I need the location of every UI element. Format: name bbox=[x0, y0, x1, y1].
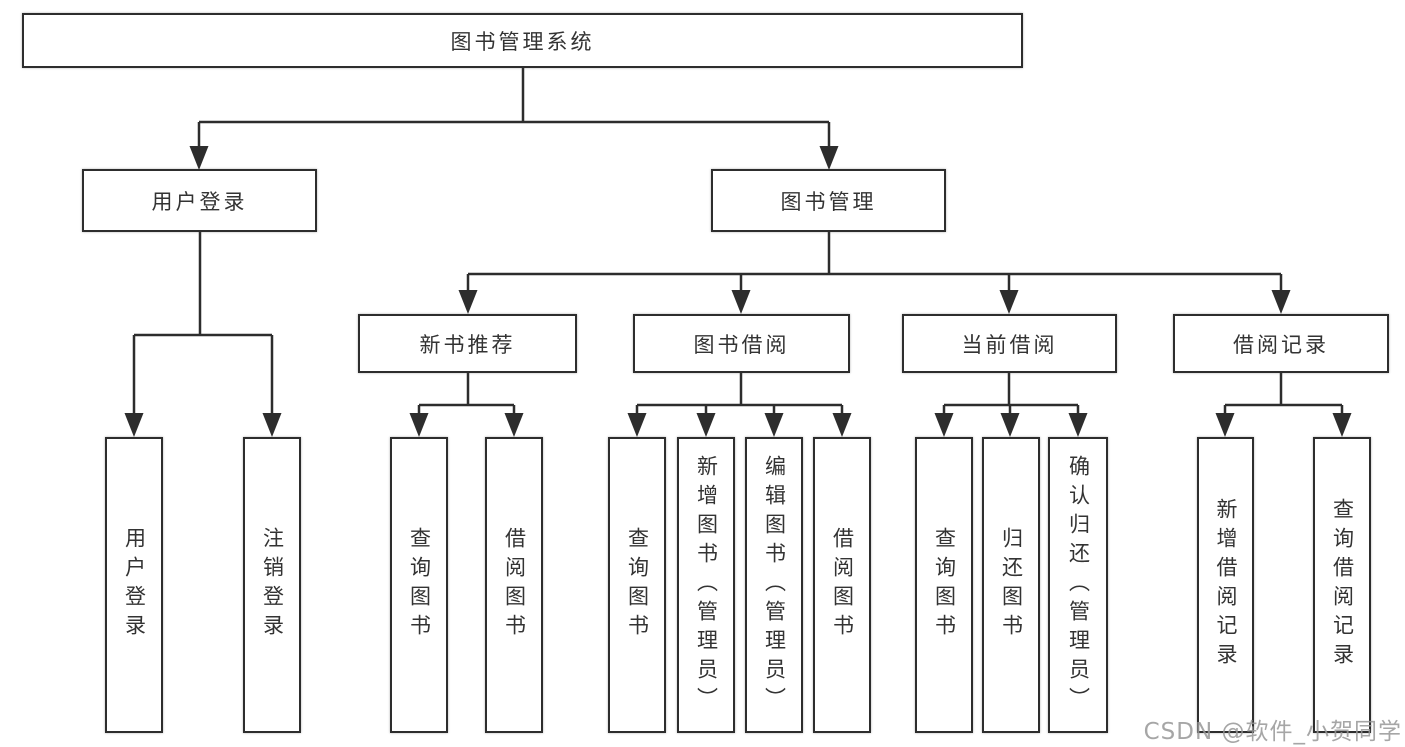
leaf-bb-borrow-books: 借阅图书 bbox=[813, 437, 871, 733]
leaf-nb-borrow-books-label: 借阅图书 bbox=[502, 527, 527, 643]
leaf-logout: 注销登录 bbox=[243, 437, 301, 733]
node-root: 图书管理系统 bbox=[22, 13, 1023, 68]
leaf-bb-add-books-admin-label: 新增图书（管理员） bbox=[694, 454, 719, 716]
leaf-cb-return-books: 归还图书 bbox=[982, 437, 1040, 733]
leaf-bb-edit-books-admin-label: 编辑图书（管理员） bbox=[762, 454, 787, 716]
leaf-cb-query-books: 查询图书 bbox=[915, 437, 973, 733]
leaf-nb-query-books: 查询图书 bbox=[390, 437, 448, 733]
leaf-user-login-label: 用户登录 bbox=[122, 527, 147, 643]
csdn-watermark: CSDN @软件_小贺同学 bbox=[1143, 719, 1402, 745]
leaf-user-login: 用户登录 bbox=[105, 437, 163, 733]
node-new-book-recommend: 新书推荐 bbox=[358, 314, 577, 373]
node-user-login-label: 用户登录 bbox=[151, 189, 248, 214]
leaf-cb-query-books-label: 查询图书 bbox=[932, 527, 957, 643]
leaf-bb-query-books: 查询图书 bbox=[608, 437, 666, 733]
leaf-bb-edit-books-admin: 编辑图书（管理员） bbox=[745, 437, 803, 733]
node-borrowing-records-label: 借阅记录 bbox=[1233, 332, 1329, 357]
leaf-cb-confirm-return-admin: 确认归还（管理员） bbox=[1048, 437, 1108, 733]
node-current-borrowing-label: 当前借阅 bbox=[961, 332, 1058, 357]
node-borrowing-records: 借阅记录 bbox=[1173, 314, 1389, 373]
node-current-borrowing: 当前借阅 bbox=[902, 314, 1117, 373]
leaf-logout-label: 注销登录 bbox=[260, 527, 285, 643]
leaf-br-add-record: 新增借阅记录 bbox=[1197, 437, 1254, 733]
leaf-nb-borrow-books: 借阅图书 bbox=[485, 437, 543, 733]
leaf-bb-add-books-admin: 新增图书（管理员） bbox=[677, 437, 735, 733]
arrowheads bbox=[124, 146, 1352, 437]
leaf-bb-query-books-label: 查询图书 bbox=[625, 527, 650, 643]
leaf-bb-borrow-books-label: 借阅图书 bbox=[830, 527, 855, 643]
leaf-br-add-record-label: 新增借阅记录 bbox=[1214, 498, 1238, 672]
leaf-nb-query-books-label: 查询图书 bbox=[407, 527, 432, 643]
leaf-cb-return-books-label: 归还图书 bbox=[999, 527, 1024, 643]
node-root-label: 图书管理系统 bbox=[450, 29, 595, 54]
node-book-management: 图书管理 bbox=[711, 169, 946, 232]
leaf-br-query-record: 查询借阅记录 bbox=[1313, 437, 1371, 733]
leaf-br-query-record-label: 查询借阅记录 bbox=[1330, 498, 1355, 672]
node-book-borrowing-label: 图书借阅 bbox=[693, 332, 790, 357]
leaf-cb-confirm-return-admin-label: 确认归还（管理员） bbox=[1066, 454, 1091, 716]
node-book-borrowing: 图书借阅 bbox=[633, 314, 850, 373]
node-new-book-recommend-label: 新书推荐 bbox=[419, 332, 516, 357]
node-book-management-label: 图书管理 bbox=[780, 189, 877, 214]
node-user-login: 用户登录 bbox=[82, 169, 317, 232]
